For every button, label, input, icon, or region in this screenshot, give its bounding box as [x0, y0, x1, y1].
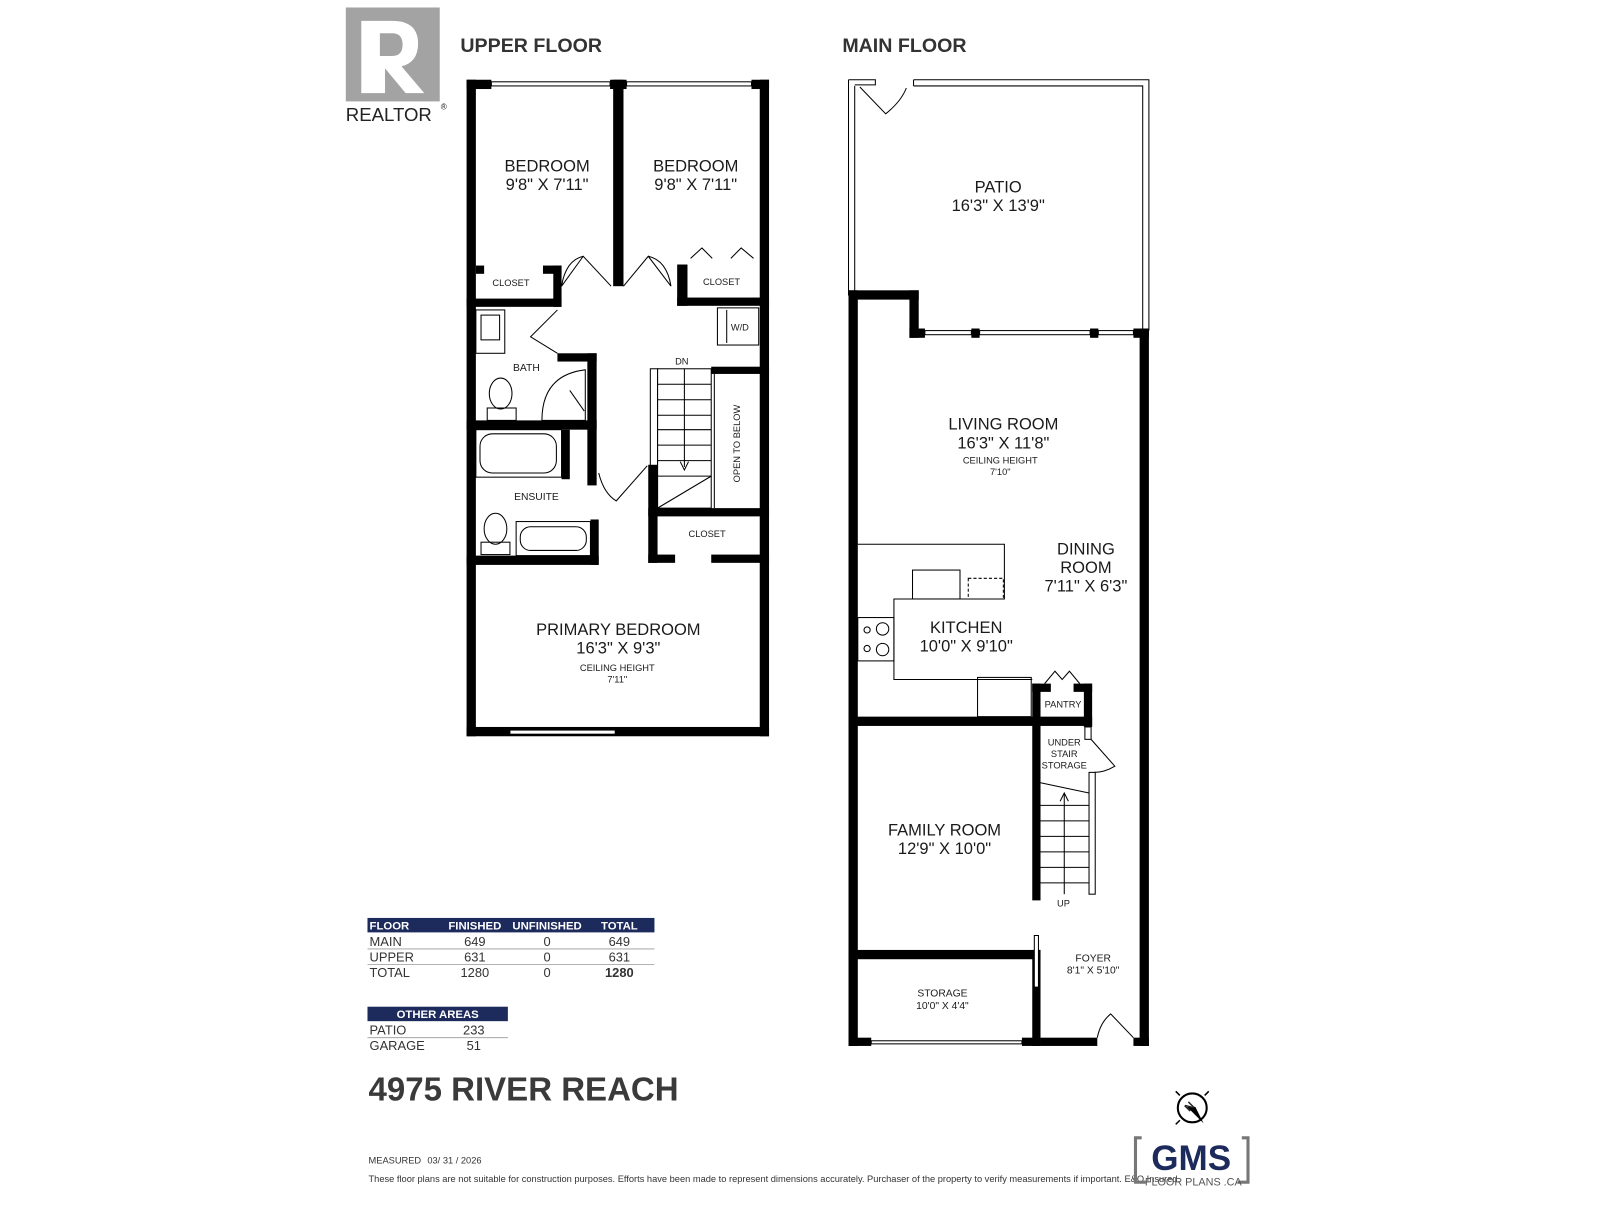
- other-areas-header: OTHER AREAS: [397, 1009, 480, 1021]
- svg-text:0: 0: [544, 949, 551, 964]
- main-floor-title: MAIN FLOOR: [842, 35, 966, 57]
- kitchen-dims: 10'0" X 9'10": [920, 638, 1013, 656]
- under-stair-line2: STAIR: [1051, 749, 1078, 759]
- table-row: PATIO 233: [367, 1023, 508, 1039]
- upper-floor-plan: BATH ENSUITE DN OPEN TO BELOW: [466, 79, 770, 737]
- realtor-logo: REALTOR ®: [346, 7, 447, 125]
- primary-bedroom-name: PRIMARY BEDROOM: [536, 621, 700, 639]
- compass-icon: N: [1175, 1090, 1210, 1125]
- svg-text:1280: 1280: [460, 965, 489, 980]
- living-room-name: LIVING ROOM: [948, 416, 1058, 434]
- closet-2-label: CLOSET: [703, 277, 740, 287]
- closet-3-label: CLOSET: [689, 529, 726, 539]
- realtor-logo-text: REALTOR: [346, 104, 432, 125]
- svg-text:649: 649: [464, 934, 486, 949]
- foyer-dims: 8'1" X 5'10": [1067, 966, 1120, 977]
- family-room-name: FAMILY ROOM: [888, 821, 1001, 839]
- measured-date: 03/ 31 / 2026: [427, 1156, 481, 1166]
- bedroom-1-name: BEDROOM: [504, 158, 589, 176]
- gms-logo-sub: FLOOR PLANS .CA: [1145, 1176, 1243, 1188]
- svg-text:631: 631: [464, 949, 486, 964]
- dining-room-dims: 7'11" X 6'3": [1045, 578, 1128, 596]
- patio-dims: 16'3" X 13'9": [952, 197, 1045, 215]
- other-areas-table: OTHER AREAS PATIO 233 GARAGE 51: [367, 1006, 508, 1053]
- disclaimer: These floor plans are not suitable for c…: [369, 1174, 1181, 1184]
- family-room-dims: 12'9" X 10'0": [898, 840, 991, 858]
- foyer-name: FOYER: [1075, 953, 1111, 964]
- storage-dims: 10'0" X 4'4": [916, 1001, 969, 1012]
- main-floor-plan: PANTRY UNDER STAIR STORAGE UP PATIO 16'3…: [848, 79, 1150, 1046]
- kitchen-name: KITCHEN: [930, 619, 1002, 637]
- bedroom-2-dims: 9'8" X 7'11": [654, 176, 737, 194]
- table-row: TOTAL 1280 0 1280: [370, 965, 634, 980]
- th-finished: FINISHED: [448, 920, 501, 932]
- svg-text:233: 233: [463, 1023, 485, 1038]
- primary-ceiling-value: 7'11": [607, 675, 627, 685]
- living-room-dims: 16'3" X 11'8": [957, 434, 1049, 452]
- table-row: UPPER 631 0 631: [367, 949, 655, 965]
- svg-text:MAIN: MAIN: [370, 934, 402, 949]
- table-row: GARAGE 51: [370, 1038, 481, 1053]
- svg-text:51: 51: [467, 1038, 481, 1053]
- area-table: FLOOR FINISHED UNFINISHED TOTAL MAIN 649…: [367, 917, 655, 980]
- upper-floor-title: UPPER FLOOR: [460, 35, 602, 57]
- living-ceiling-value: 7'10": [990, 467, 1011, 477]
- dining-room-name-2: ROOM: [1060, 559, 1111, 577]
- svg-text:PATIO: PATIO: [370, 1023, 407, 1038]
- closet-1-label: CLOSET: [492, 278, 529, 288]
- svg-text:®: ®: [441, 103, 447, 112]
- svg-text:TOTAL: TOTAL: [370, 965, 410, 980]
- realtor-r-icon: [361, 20, 425, 94]
- svg-text:UPPER: UPPER: [370, 949, 414, 964]
- stairs-up-label: UP: [1057, 899, 1070, 909]
- th-unfinished: UNFINISHED: [512, 920, 581, 932]
- pantry-label: PANTRY: [1045, 699, 1082, 709]
- gms-logo-text: GMS: [1151, 1139, 1231, 1178]
- dining-room-name-1: DINING: [1057, 541, 1115, 559]
- primary-bedroom-dims: 16'3" X 9'3": [576, 640, 660, 658]
- svg-text:1280: 1280: [605, 965, 634, 980]
- th-floor: FLOOR: [370, 920, 410, 932]
- property-address: 4975 RIVER REACH: [369, 1071, 679, 1108]
- table-row: MAIN 649 0 649: [367, 934, 655, 950]
- storage-name: STORAGE: [917, 988, 967, 999]
- wd-label: W/D: [731, 323, 749, 333]
- primary-ceiling-label: CEILING HEIGHT: [580, 663, 655, 673]
- svg-text:0: 0: [544, 934, 551, 949]
- svg-text:0: 0: [544, 965, 551, 980]
- stairs-dn-label: DN: [675, 357, 688, 367]
- bedroom-1-dims: 9'8" X 7'11": [506, 176, 589, 194]
- svg-text:649: 649: [609, 934, 631, 949]
- patio-name: PATIO: [975, 178, 1022, 196]
- living-ceiling-label: CEILING HEIGHT: [963, 456, 1038, 466]
- open-to-below-label: OPEN TO BELOW: [732, 405, 742, 483]
- measured-label: MEASURED: [369, 1156, 422, 1166]
- th-total: TOTAL: [601, 920, 638, 932]
- svg-text:631: 631: [609, 949, 631, 964]
- bedroom-2-name: BEDROOM: [653, 158, 738, 176]
- ensuite-label: ENSUITE: [514, 492, 559, 503]
- svg-text:GARAGE: GARAGE: [370, 1038, 426, 1053]
- under-stair-line1: UNDER: [1048, 738, 1081, 748]
- gms-logo: GMS FLOOR PLANS .CA: [1133, 1136, 1250, 1188]
- under-stair-line3: STORAGE: [1042, 760, 1087, 770]
- bath-label: BATH: [513, 363, 540, 374]
